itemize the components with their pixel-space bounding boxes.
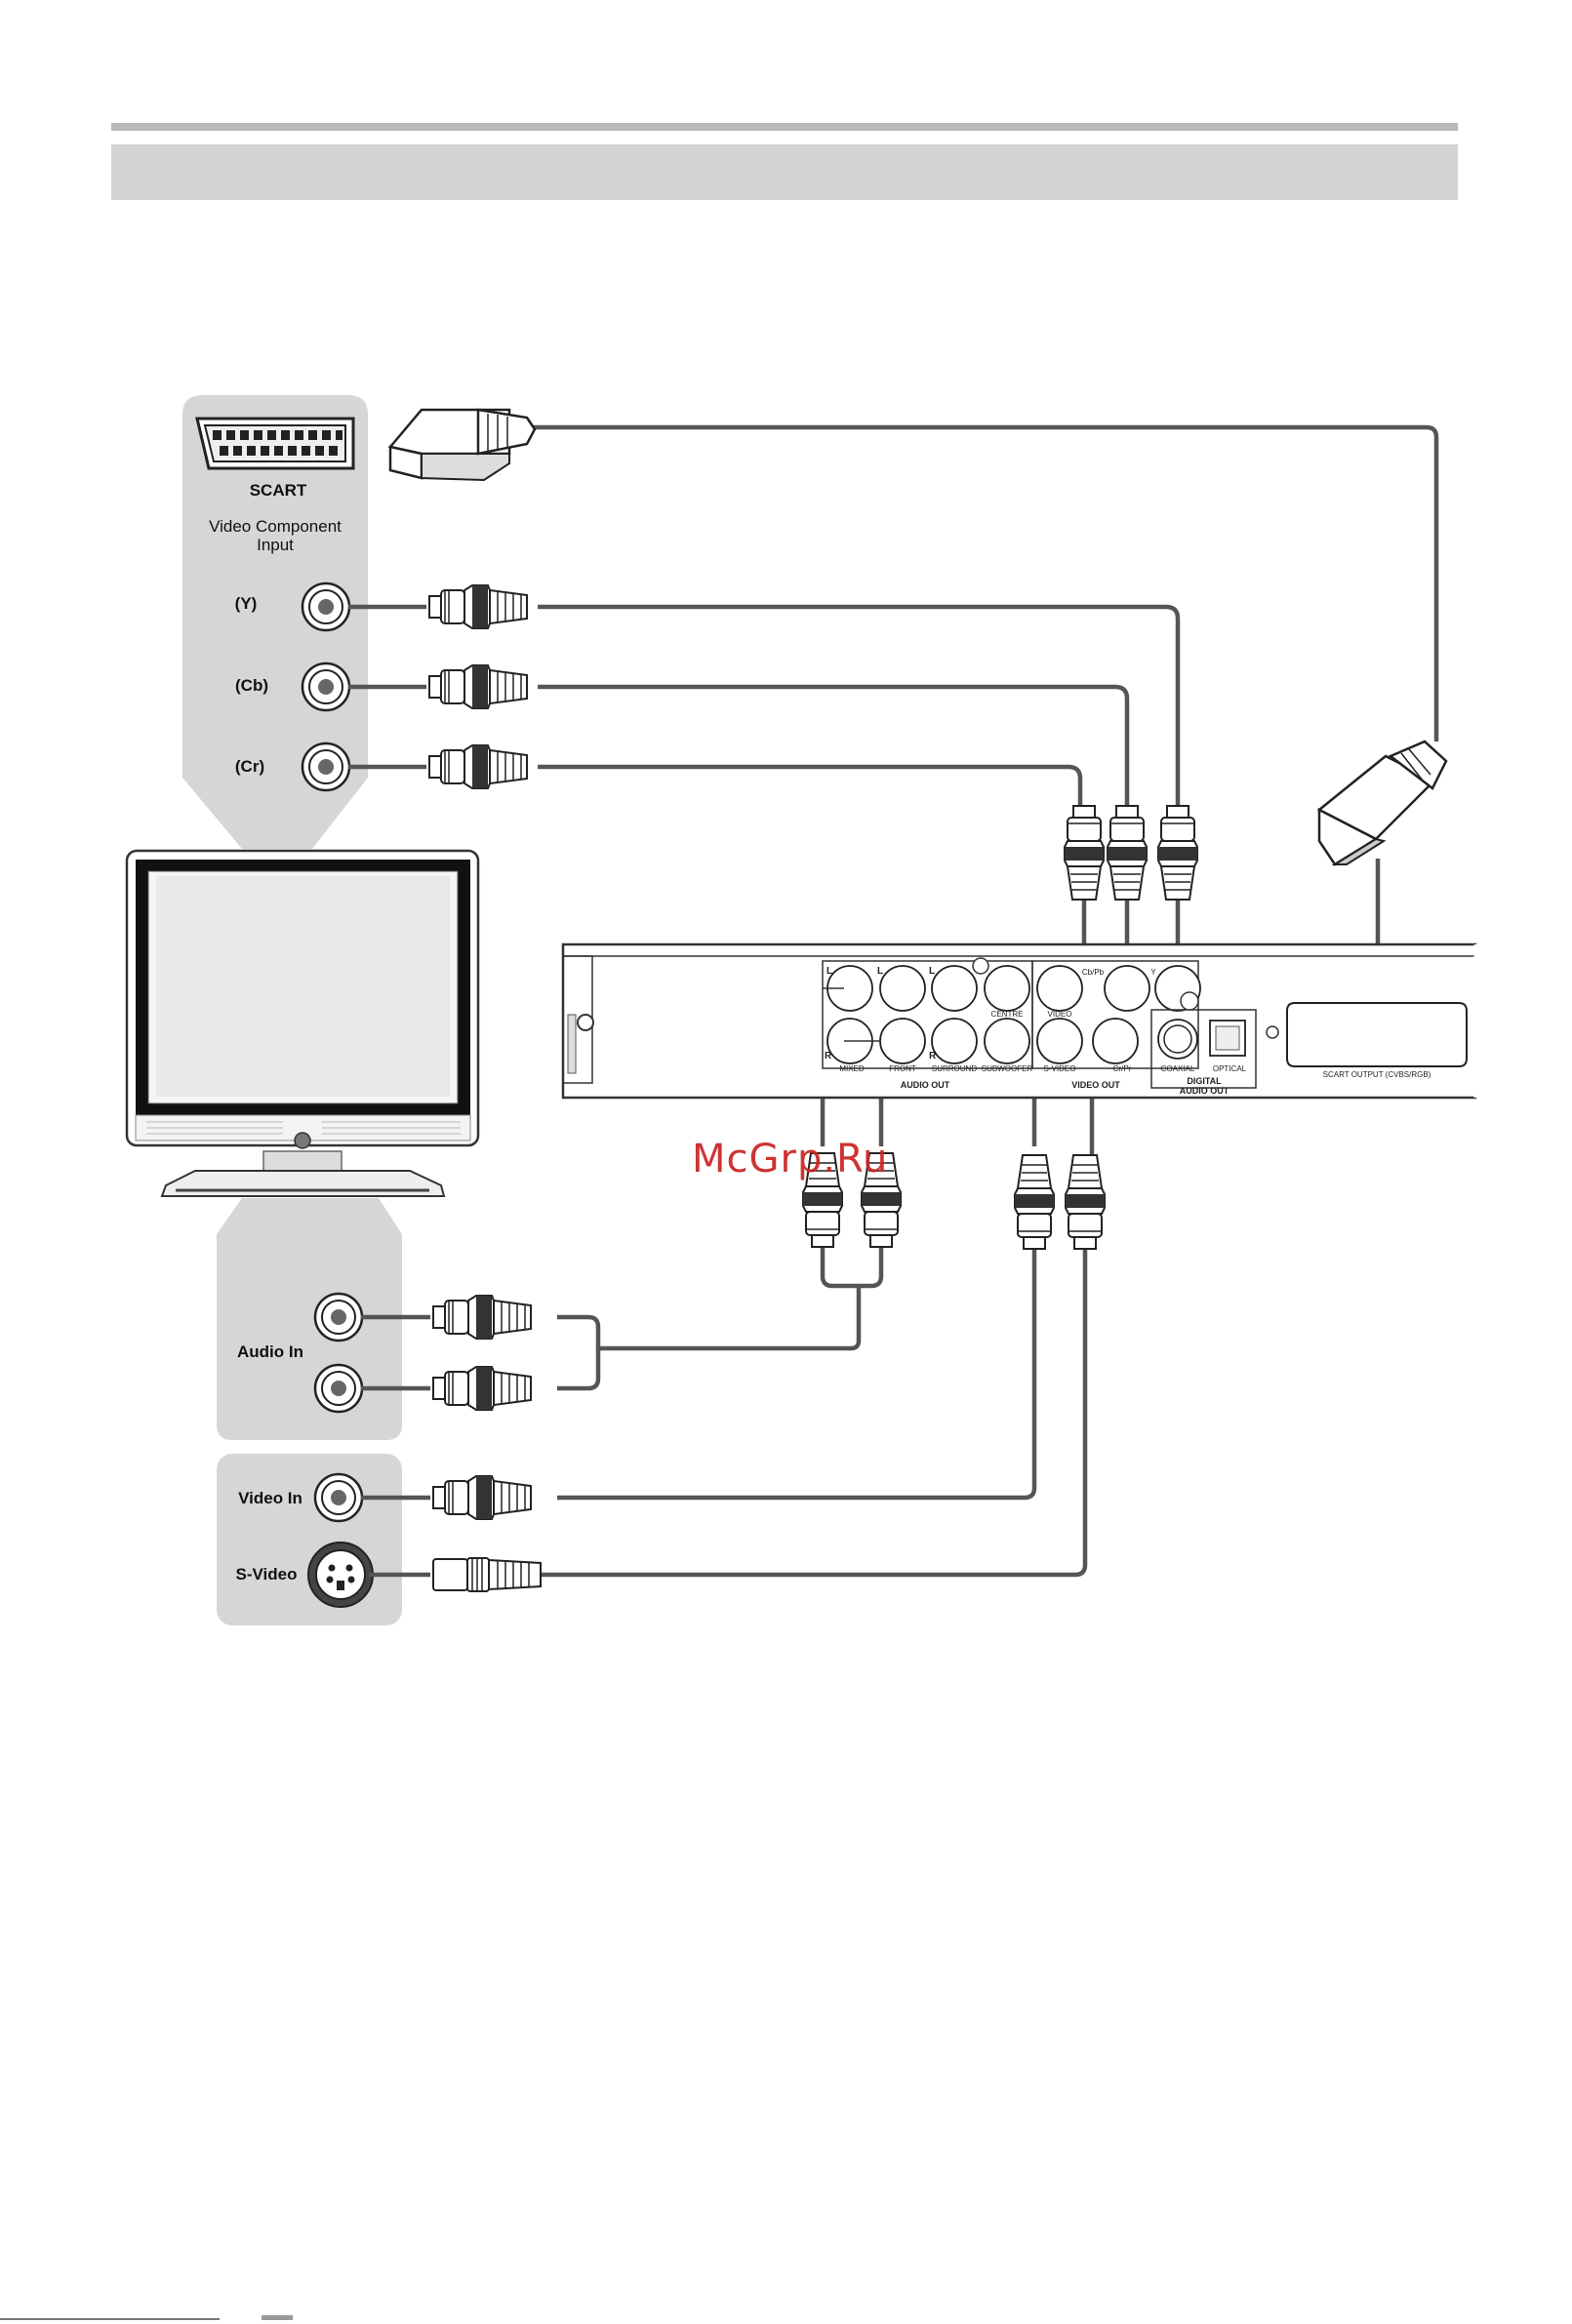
scart-socket <box>197 419 353 468</box>
scart-plug-player <box>1319 741 1446 864</box>
y-input-jack <box>302 583 349 630</box>
dvd-player-rear-panel: L L L CENTRE R R MIXED FRONT SURROUND SU… <box>563 944 1475 1098</box>
svideo-in-label: S-Video <box>236 1565 298 1583</box>
video-out-label: VIDEO OUT <box>1071 1080 1120 1090</box>
jack-l1-label: L <box>826 966 832 977</box>
scart-plug-tv <box>390 410 535 480</box>
component-title-line1: Video Component <box>209 517 342 536</box>
y-input-label: (Y) <box>235 594 258 613</box>
watermark: McGrp.Ru <box>692 1137 888 1182</box>
cb-input-jack <box>302 663 349 710</box>
coaxial-label: COAXIAL <box>1161 1064 1195 1073</box>
mixed-label: MIXED <box>839 1064 865 1073</box>
optical-label: OPTICAL <box>1213 1064 1247 1073</box>
surround-label: SURROUND <box>932 1064 977 1073</box>
svideo-in-jack <box>308 1543 373 1607</box>
video-in-jack <box>315 1474 362 1521</box>
video-label: VIDEO <box>1048 1010 1072 1019</box>
cr-input-jack <box>302 743 349 790</box>
subwoofer-label: SUBWOOFER <box>982 1064 1033 1073</box>
footer-mark <box>262 2315 293 2320</box>
centre-label: CENTRE <box>991 1010 1024 1019</box>
jack-r1-label: R <box>825 1051 832 1062</box>
audio-in-left-jack <box>315 1294 362 1341</box>
tv-input-panel-video <box>217 1454 402 1625</box>
component-title-line2: Input <box>257 536 294 554</box>
footer-rule <box>0 2318 220 2320</box>
jack-l2-label: L <box>877 966 883 977</box>
y-out-label: Y <box>1150 968 1156 977</box>
jack-l3-label: L <box>929 966 935 977</box>
scart-label: SCART <box>250 481 307 500</box>
cb-input-label: (Cb) <box>235 676 268 695</box>
scart-output-label: SCART OUTPUT (CVBS/RGB) <box>1323 1070 1431 1079</box>
digital-label-line1: DIGITAL <box>1187 1076 1222 1086</box>
crpr-label: Cr/Pr <box>1113 1064 1132 1073</box>
cr-input-label: (Cr) <box>235 757 264 776</box>
audio-in-label: Audio In <box>237 1342 303 1361</box>
jack-r2-label: R <box>929 1051 937 1062</box>
cbpb-label: Cb/Pb <box>1082 968 1105 977</box>
tv-set <box>127 851 478 1196</box>
svideo-out-label: S-VIDEO <box>1044 1064 1076 1073</box>
video-in-label: Video In <box>238 1489 302 1507</box>
digital-label-line2: AUDIO OUT <box>1180 1086 1229 1096</box>
audio-in-right-jack <box>315 1365 362 1412</box>
front-label: FRONT <box>889 1064 916 1073</box>
audio-out-label: AUDIO OUT <box>901 1080 950 1090</box>
